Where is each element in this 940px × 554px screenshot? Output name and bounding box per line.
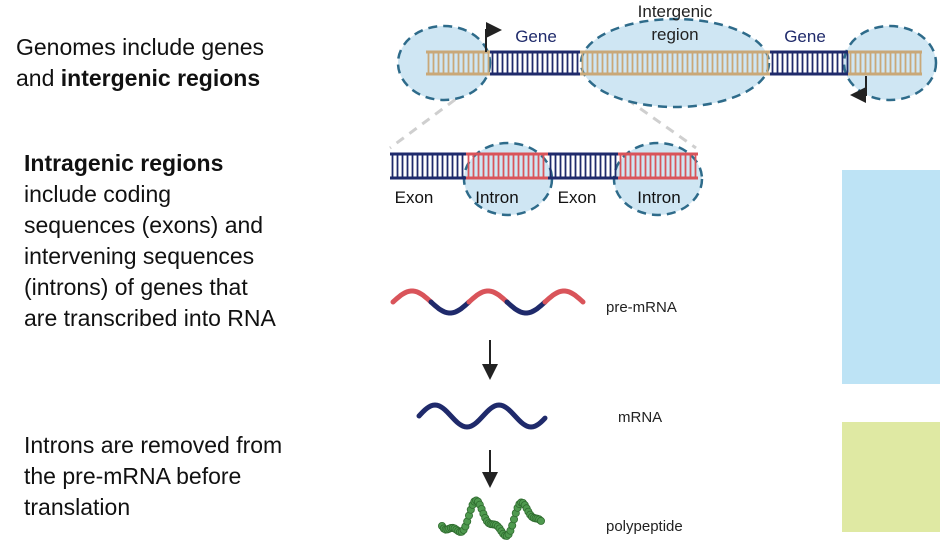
gene-dna-right [770,50,849,76]
amino-acid-bead [537,516,546,525]
intron-label-2: Intron [637,188,680,207]
intragenic-line-2: sequences (exons) and [24,212,264,238]
mrna-label: mRNA [618,409,662,426]
intergenic-highlight-middle [579,17,771,109]
exon-dna-2 [548,152,618,180]
exon-label-2: Exon [558,188,597,207]
polypeptide-label: polypeptide [606,518,683,535]
introns-line-1: Introns are removed from [24,432,283,458]
side-blue-block [842,170,940,384]
side-green-block [842,422,940,532]
intragenic-line-3: intervening sequences [24,243,255,269]
pre-mrna-exon-segment [428,299,472,316]
intro-line-2-plain: and [16,65,61,91]
intergenic-label-line-1: Intergenic [638,2,713,21]
intron-dna-1 [466,152,548,180]
gene-dna-left [490,50,580,76]
pre-mrna-label: pre-mRNA [606,299,677,316]
intro-line-1: Genomes include genes [16,34,265,60]
intragenic-line-5: are transcribed into RNA [24,305,276,331]
mrna-strand [416,402,548,430]
intergenic-regions-emphasis: intergenic regions [60,65,261,91]
intragenic-heading: Intragenic regions [24,150,224,176]
intro-text: Genomes include genes and intergenic reg… [16,32,264,94]
intergenic-label-line-2: region [651,25,698,44]
intro-line-2: and intergenic regions [16,63,264,94]
gene-right-label: Gene [784,27,826,46]
intergenic-dna-left [426,50,490,76]
intergenic-dna-middle [580,50,770,76]
polypeptide-chain [437,496,546,540]
introns-line-3: translation [24,494,131,520]
exon-label-1: Exon [395,188,434,207]
introns-line-2: the pre-mRNA before [24,463,242,489]
intron-dna-2 [618,152,698,180]
pre-mrna-exon-segment [504,299,548,316]
intragenic-line-1: include coding [24,181,172,207]
right-gene-promoter-arrow [850,76,867,103]
gene-left-label: Gene [515,27,557,46]
pre-mrna-strand [390,288,586,316]
intragenic-line-4: (introns) of genes that [24,274,248,300]
gene-dna [390,152,698,180]
introns-text: Introns are removed from the pre-mRNA be… [24,430,282,523]
mrna-segment [416,402,548,430]
pre-mrna-intron-segment [390,288,434,305]
genome-dna [426,50,922,76]
pre-mrna-intron-segment [542,288,586,305]
intragenic-text: Intragenic regions include coding sequen… [24,148,276,334]
pre-mrna-intron-segment [466,288,510,305]
intron-label-1: Intron [475,188,518,207]
exon-dna-1 [390,152,466,180]
intergenic-dna-right [848,50,922,76]
left-gene-promoter-arrow [485,22,502,52]
